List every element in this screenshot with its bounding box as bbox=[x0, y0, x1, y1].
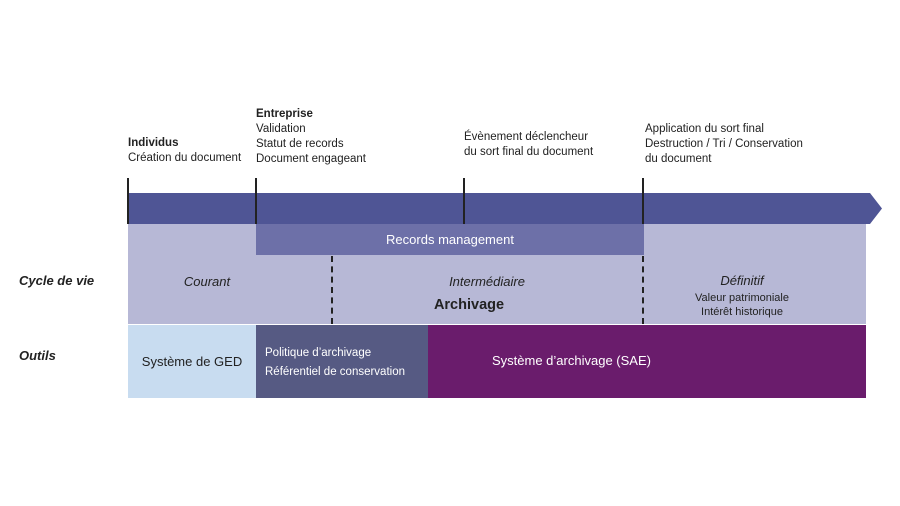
phase-definitif-title: Définitif bbox=[720, 273, 764, 288]
tool-sae: Système d’archivage (SAE) bbox=[428, 325, 866, 398]
timeline-tick-individus bbox=[127, 178, 129, 224]
timeline-arrow bbox=[128, 193, 882, 224]
records-management-label: Records management bbox=[386, 232, 514, 247]
phase-definitif-line2: Intérêt historique bbox=[701, 306, 783, 318]
timeline-tick-sort-final bbox=[642, 178, 644, 224]
event-individus-line1: Création du document bbox=[128, 152, 242, 164]
phase-intermediaire: Intermédiaire bbox=[449, 274, 525, 289]
event-entreprise-line1: Validation bbox=[256, 123, 306, 135]
records-management-bar: Records management bbox=[256, 224, 644, 255]
phase-separator-courant bbox=[331, 256, 333, 324]
event-individus: Individus Création du document bbox=[128, 136, 241, 166]
phase-definitif-line1: Valeur patrimoniale bbox=[695, 292, 789, 304]
phase-courant: Courant bbox=[183, 274, 231, 289]
tool-ged: Système de GED bbox=[128, 325, 256, 398]
event-entreprise-title: Entreprise bbox=[256, 108, 313, 120]
event-sort-final: Application du sort final Destruction / … bbox=[645, 122, 803, 167]
phase-separator-definitif bbox=[642, 256, 644, 324]
timeline-arrow-shape bbox=[128, 193, 882, 224]
row-label-cycle: Cycle de vie bbox=[19, 273, 95, 288]
event-sort-final-line1: Application du sort final bbox=[645, 123, 764, 135]
tool-policy-line1: Politique d’archivage bbox=[265, 347, 372, 359]
event-entreprise: Entreprise Validation Statut de records … bbox=[256, 107, 366, 167]
event-entreprise-line2: Statut de records bbox=[256, 138, 344, 150]
tool-policy: Politique d’archivage Référentiel de con… bbox=[256, 325, 428, 398]
tool-policy-line2: Référentiel de conservation bbox=[265, 366, 405, 378]
event-declencheur-line2: du sort final du document bbox=[464, 146, 594, 158]
event-sort-final-line3: du document bbox=[645, 153, 712, 165]
event-individus-title: Individus bbox=[128, 137, 179, 149]
event-entreprise-line3: Document engageant bbox=[256, 153, 366, 165]
timeline-tick-declencheur bbox=[463, 178, 465, 224]
tool-ged-label: Système de GED bbox=[141, 354, 243, 369]
archivage-label: Archivage bbox=[433, 297, 505, 313]
timeline-tick-entreprise bbox=[255, 178, 257, 224]
event-declencheur: Évènement déclencheur du sort final du d… bbox=[464, 130, 593, 160]
row-label-outils: Outils bbox=[19, 348, 56, 363]
event-sort-final-line2: Destruction / Tri / Conservation bbox=[645, 138, 803, 150]
tool-sae-label: Système d’archivage (SAE) bbox=[492, 353, 651, 368]
event-declencheur-line1: Évènement déclencheur bbox=[464, 131, 589, 143]
phase-definitif: Définitif Valeur patrimoniale Intérêt hi… bbox=[644, 273, 840, 319]
